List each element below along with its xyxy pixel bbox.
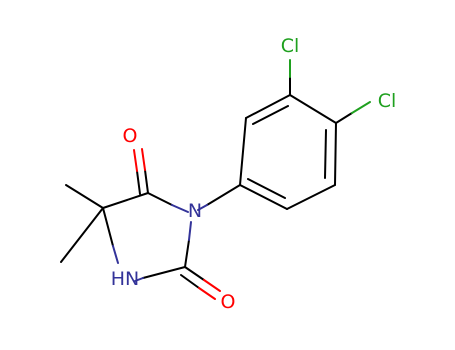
bond-c4-o-b [136, 170, 141, 195]
atom-label-cl-top: Cl [281, 35, 300, 57]
bond-n3-c4-colored [171, 204, 189, 213]
bond-c4-o-a [144, 169, 149, 194]
bond-c5-methyl-up [65, 184, 104, 209]
bond-layer [60, 76, 353, 289]
bond-ar-c4-c5-inner [324, 129, 327, 179]
bond-ar-c6-c1-inner [247, 178, 286, 199]
bond-c2-o-a-colored [203, 279, 221, 292]
bond-ar-c4-c5 [334, 122, 337, 186]
bond-c2-o-a [184, 266, 205, 281]
bond-n3-aryl [206, 184, 241, 206]
bond-c2-n3 [184, 239, 190, 268]
bond-ar-c1-c2 [239, 117, 247, 186]
bond-c5-n1-colored [112, 245, 119, 264]
bond-c4-cl-colored [351, 101, 371, 114]
bond-c4-cl [335, 112, 353, 124]
bond-n3-aryl-colored [197, 204, 208, 211]
bond-c4-o-a-colored [141, 148, 146, 171]
atom-label-n-ring: N [188, 200, 202, 222]
bond-c5-methyl-down [60, 207, 104, 263]
atom-label-o-top: O [123, 125, 138, 147]
bond-n1-c2 [142, 266, 186, 279]
bond-n3-c4 [147, 192, 173, 206]
bond-n1-c2-colored [134, 277, 144, 282]
bond-ar-c6-c1 [239, 184, 288, 210]
bond-c2-n3-colored [188, 221, 192, 241]
colored-bond-layer [112, 59, 371, 300]
atom-label-o-bottom: O [221, 291, 236, 313]
atom-label-cl-right: Cl [378, 90, 397, 112]
bond-c2-o-b [180, 274, 200, 289]
atom-label-layer: Cl Cl O O N HN [111, 35, 397, 313]
bond-ar-c5-c6 [286, 184, 336, 210]
bond-c2-o-b-colored [198, 287, 216, 300]
bond-c5-n1 [102, 207, 114, 247]
atom-label-nh-ring: HN [111, 268, 140, 290]
bond-ar-c2-c3 [245, 94, 291, 119]
bond-c4-c5 [102, 192, 149, 209]
bond-ar-c3-c4 [289, 94, 337, 124]
bond-c4-o-b-colored [133, 149, 138, 172]
bond-ar-c2-c3-inner [252, 105, 289, 125]
